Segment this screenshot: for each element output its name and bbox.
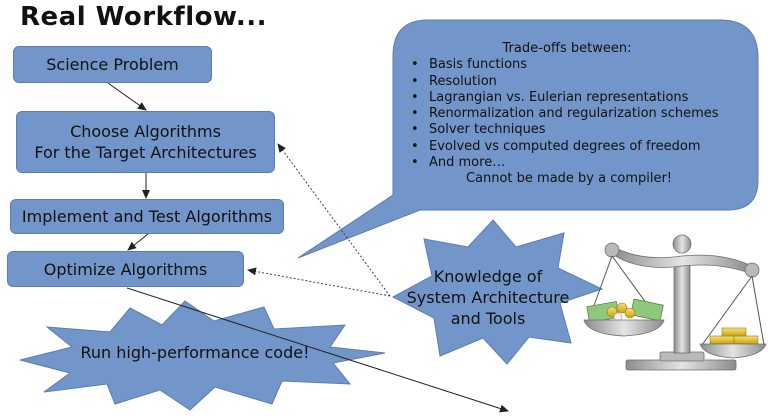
knowledge-text: Knowledge of System Architecture and Too…: [388, 266, 588, 329]
tradeoffs-list: Basis functions Resolution Lagrangian vs…: [395, 57, 725, 171]
tradeoff-item: Solver techniques: [411, 122, 725, 139]
choose-algorithms-line1: Choose Algorithms: [70, 122, 221, 141]
knowledge-line3: and Tools: [450, 309, 526, 328]
balance-scale-icon: [583, 234, 767, 371]
knowledge-line2: System Architecture: [406, 288, 570, 307]
arrow-science-to-choose: [107, 82, 147, 111]
implement-test-box: Implement and Test Algorithms: [10, 199, 284, 234]
tradeoff-item: Basis functions: [411, 57, 725, 74]
arrow-implement-to-optimize: [127, 233, 149, 251]
knowledge-line1: Knowledge of: [433, 267, 543, 286]
science-problem-box: Science Problem: [13, 46, 212, 83]
arrow-optimize-to-run: [126, 287, 509, 413]
tradeoffs-heading: Trade-offs between:: [502, 41, 632, 56]
tradeoff-item: And more…: [411, 155, 725, 172]
tradeoff-item: Evolved vs computed degrees of freedom: [411, 139, 725, 156]
tradeoffs-footer: Cannot be made by a compiler!: [465, 171, 673, 187]
run-code-burst: [19, 300, 386, 411]
choose-algorithms-box: Choose Algorithms For the Target Archite…: [16, 111, 275, 173]
knowledge-star: [391, 219, 604, 365]
page-title: Real Workflow...: [20, 2, 267, 32]
dotted-knowledge-to-optimize: [247, 267, 391, 297]
dotted-knowledge-to-choose: [277, 143, 391, 297]
tradeoff-item: Renormalization and regularization schem…: [411, 106, 725, 123]
optimize-box: Optimize Algorithms: [7, 251, 244, 287]
tradeoff-item: Resolution: [411, 74, 725, 91]
tradeoff-item: Lagrangian vs. Eulerian representations: [411, 90, 725, 107]
run-code-text: Run high-performance code!: [80, 343, 310, 362]
choose-algorithms-line2: For the Target Architectures: [34, 143, 257, 162]
tradeoffs-text: Trade-offs between: Basis functions Reso…: [395, 41, 725, 188]
